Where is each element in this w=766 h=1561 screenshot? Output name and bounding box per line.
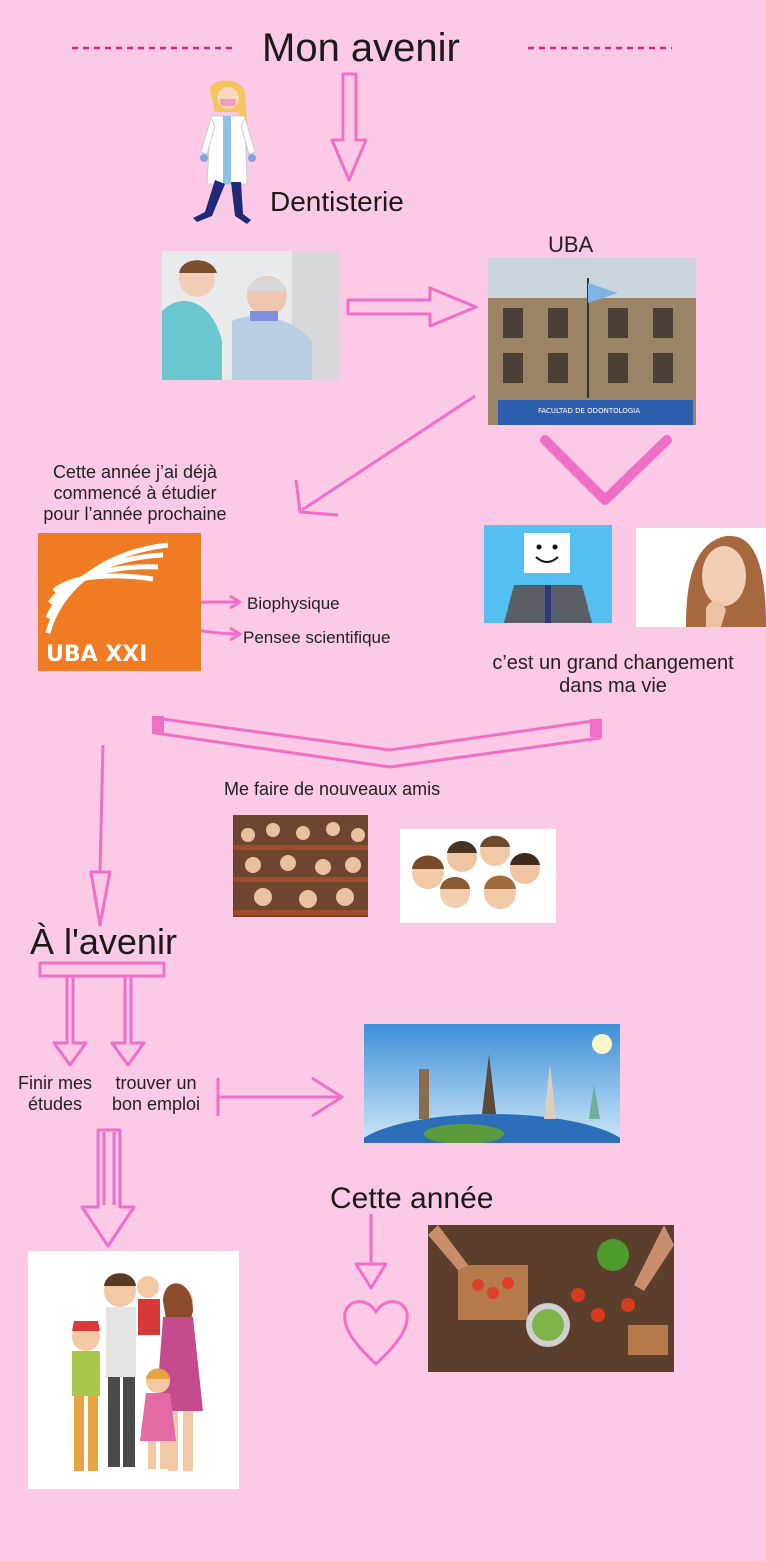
- dentistry-label: Dentisterie: [270, 186, 404, 217]
- world-arrow-head: [311, 1076, 344, 1118]
- new-friends-label: Me faire de nouveaux amis: [224, 779, 441, 799]
- arrow-dentist-to-uba: [346, 286, 478, 328]
- smiley-mask-photo: [484, 525, 612, 623]
- uba-xxi-logo: UBA XXI: [38, 533, 201, 671]
- arrow-to-future: [98, 744, 105, 873]
- arrow-to-biophysique-head: [229, 594, 242, 610]
- arrow-to-finish-studies: [52, 974, 88, 1067]
- dentist-photo: [162, 251, 339, 380]
- goal-finish-studies-line-1: Finir mes: [18, 1073, 93, 1093]
- uba-label: UBA: [548, 232, 594, 257]
- already-studying-line-2: commencé à étudier: [53, 483, 217, 503]
- woman-thinking-photo: [636, 528, 766, 627]
- classroom-photo: [233, 815, 368, 917]
- family-illustration: [28, 1251, 239, 1489]
- doctor-illustration: [193, 80, 256, 224]
- page-title: Mon avenir: [262, 26, 460, 70]
- uba-xxi-logo-text: UBA XXI: [46, 642, 148, 667]
- svg-text:FACULTAD DE ODONTOLOGIA: FACULTAD DE ODONTOLOGIA: [538, 407, 640, 415]
- arrow-to-heart-head: [354, 1262, 388, 1290]
- big-v-chevron-icon: [540, 435, 672, 505]
- big-change-text: c’est un grand changement dans ma vie: [460, 652, 766, 698]
- goal-find-job: trouver un bon emploi: [112, 1073, 200, 1115]
- goal-finish-studies: Finir mes études: [18, 1073, 92, 1115]
- this-year-heading: Cette année: [330, 1182, 494, 1215]
- subject-biophysique: Biophysique: [247, 594, 340, 613]
- future-bar: [38, 961, 166, 978]
- cooking-photo: [428, 1225, 674, 1372]
- arrow-uba-to-xxi: [301, 394, 476, 512]
- world-travel-photo: [364, 1024, 620, 1143]
- arrow-to-family: [80, 1128, 136, 1248]
- goal-find-job-line-2: bon emploi: [112, 1094, 201, 1114]
- already-studying-line-3: pour l’année prochaine: [43, 504, 227, 524]
- arrow-to-find-job: [110, 974, 146, 1067]
- uba-building-photo: FACULTAD DE ODONTOLOGIA: [488, 258, 696, 425]
- friends-photo: [400, 829, 556, 923]
- big-change-line-1: c’est un grand changement: [492, 652, 734, 674]
- merge-chevron-arrow: [153, 716, 602, 769]
- arrow-to-pensee-head: [229, 626, 242, 642]
- already-studying-line-1: Cette année j’ai déjà: [52, 462, 218, 482]
- arrow-uba-to-xxi-head: [294, 479, 339, 517]
- arrow-title-to-dentistry: [330, 72, 368, 182]
- merge-chevron-cap-left: [152, 716, 164, 734]
- big-change-line-2: dans ma vie: [559, 675, 667, 697]
- heart-icon: [343, 1300, 409, 1366]
- goal-finish-studies-line-2: études: [27, 1094, 83, 1114]
- future-heading: À l'avenir: [30, 921, 177, 962]
- already-studying-text: Cette année j’ai déjà commencé à étudier…: [10, 462, 260, 525]
- arrow-to-future-head: [89, 870, 112, 927]
- subject-pensee-scientifique: Pensee scientifique: [243, 628, 391, 647]
- goal-find-job-line-1: trouver un: [115, 1073, 197, 1093]
- merge-chevron-cap-right: [590, 719, 602, 737]
